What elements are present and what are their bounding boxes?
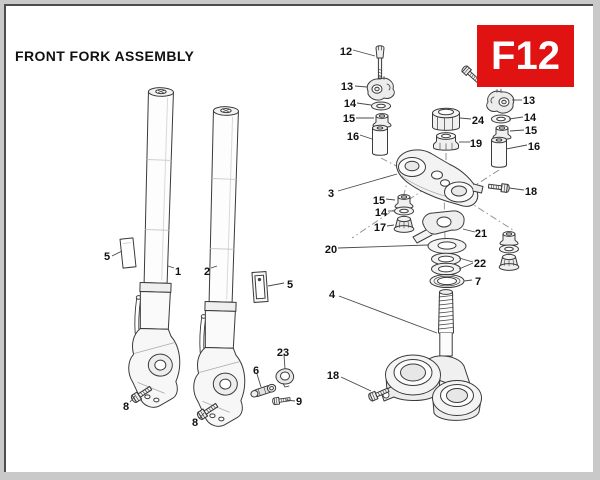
- part-callouts: 5 1 2 5 23 6 9 8 8 12 13 14 15 16 24 19 …: [104, 46, 540, 429]
- part-callout: 19: [470, 138, 482, 150]
- washer-right: [491, 114, 511, 124]
- part-callout: 15: [525, 125, 537, 137]
- steering-stem-lower-clamp: [380, 289, 482, 421]
- steering-cap-nut-24: [432, 107, 460, 131]
- part-callout: 3: [328, 188, 334, 200]
- stud-nut-right: [499, 231, 519, 246]
- seal-ring-7: [429, 274, 465, 288]
- part-callout: 5: [287, 279, 293, 291]
- spacer-right: [491, 136, 507, 168]
- part-callout: 4: [329, 289, 336, 301]
- callout-leader-lines: [111, 49, 528, 420]
- part-callout: 17: [374, 222, 386, 234]
- stud-washer-right: [499, 244, 519, 254]
- bearing-rings-22: [431, 252, 461, 276]
- steering-stop-right: [486, 88, 515, 114]
- part-callout: 20: [325, 244, 337, 256]
- part-callout: 13: [523, 95, 535, 107]
- grommet-part-23: [275, 368, 295, 388]
- part-callout: 18: [327, 370, 339, 382]
- part-callout: 8: [192, 417, 198, 429]
- upper-triple-clamp: [395, 149, 484, 207]
- part-callout: 16: [347, 131, 359, 143]
- washer-left: [371, 101, 391, 111]
- part-callout: 21: [475, 228, 487, 240]
- pinch-bolt-left: [375, 45, 385, 81]
- spacer-left: [372, 124, 388, 156]
- steering-stop-left: [366, 75, 395, 101]
- dust-washer-20: [427, 238, 467, 254]
- part-callout: 24: [472, 115, 485, 127]
- stud-nut-left: [394, 194, 414, 209]
- part-callout: 22: [474, 258, 486, 270]
- part-callout: 16: [528, 141, 540, 153]
- part-callout: 8: [123, 401, 129, 413]
- part-callout: 12: [340, 46, 352, 58]
- ring-nut-19: [433, 132, 459, 151]
- page-title: FRONT FORK ASSEMBLY: [15, 48, 195, 64]
- stud-washer-left: [394, 206, 414, 216]
- clamp-part-6: [250, 383, 277, 398]
- reflector-right: [251, 271, 269, 303]
- part-callout: 6: [253, 365, 259, 377]
- part-callout: 18: [525, 186, 537, 198]
- reflector-left: [119, 237, 137, 269]
- part-callout: 15: [343, 113, 355, 125]
- stud-cap-right: [498, 253, 520, 271]
- part-callout: 15: [373, 195, 385, 207]
- part-callout: 23: [277, 347, 289, 359]
- section-code-badge: F12: [477, 25, 574, 87]
- steering-lock-plate-21: [412, 210, 465, 244]
- part-callout: 1: [175, 266, 181, 278]
- part-callout: 5: [104, 251, 110, 263]
- part-callout: 14: [524, 112, 537, 124]
- part-callout: 2: [204, 266, 210, 278]
- fork-leg-left: [127, 86, 188, 409]
- part-callout: 14: [344, 98, 357, 110]
- part-callout: 7: [475, 276, 481, 288]
- part-callout: 14: [375, 207, 388, 219]
- stud-cap-left: [393, 215, 415, 233]
- part-callout: 9: [296, 396, 302, 408]
- clamp-bolt-18-upper: [487, 181, 511, 194]
- fork-leg-right: [192, 105, 253, 428]
- part-callout: 13: [341, 81, 353, 93]
